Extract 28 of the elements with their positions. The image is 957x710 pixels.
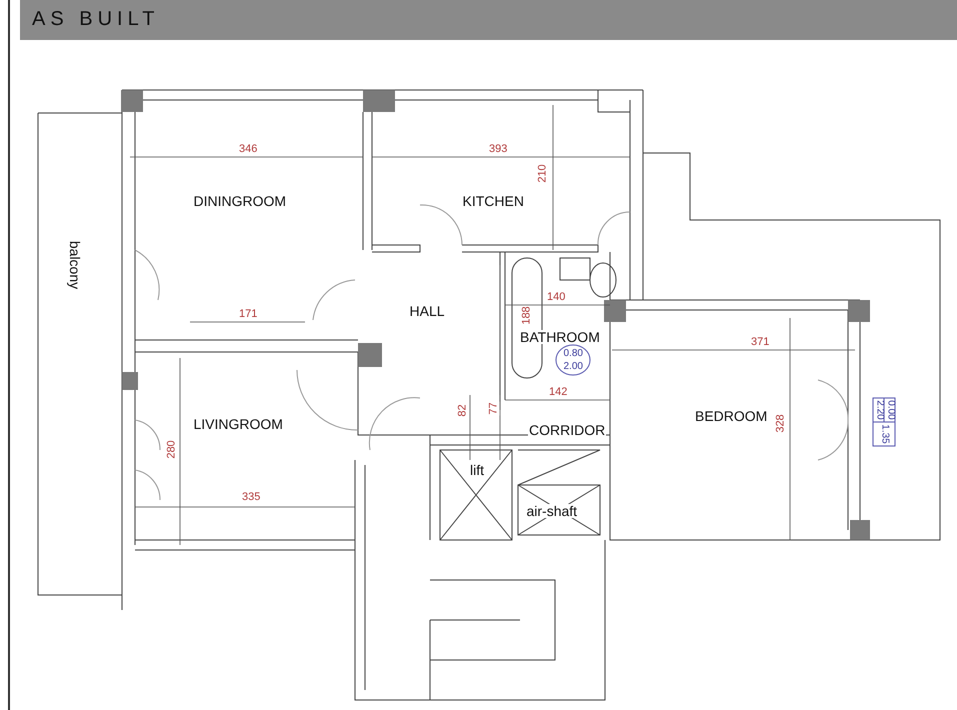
room-label: KITCHEN [462,194,525,208]
opening-tag-value: 2.00 [564,362,583,372]
opening-tag-value: 0.80 [564,349,583,359]
room-label: LIVINGROOM [192,417,284,431]
title: AS BUILT [32,8,160,31]
dimension-label: 140 [546,292,566,302]
room-label: BEDROOM [694,409,768,423]
room-label: air-shaft [526,504,578,518]
room-label: CORRIDOR [528,423,606,437]
dimension-label: 142 [548,386,568,398]
opening-tag-value: 1.35 [879,424,890,444]
room-label: lift [469,463,485,477]
opening-tag-value: 2.20 [874,400,884,420]
dimension-label: 82 [458,402,469,418]
room-label: balcony [68,240,82,290]
room-label: BATHROOM [519,330,601,344]
dimension-label: 371 [750,336,770,348]
room-label: DININGROOM [192,194,288,208]
dimension-label: 188 [522,304,533,326]
dimension-label: 328 [776,412,787,434]
dimension-label: 280 [166,438,178,460]
dimension-label: 171 [238,308,258,320]
room-label: HALL [408,304,446,318]
dimension-label: 346 [238,144,258,154]
dimension-label: 210 [538,162,549,184]
dimension-label: 393 [488,144,508,154]
dimension-label: 335 [241,492,262,502]
opening-tag-value: 0.00 [885,400,896,420]
